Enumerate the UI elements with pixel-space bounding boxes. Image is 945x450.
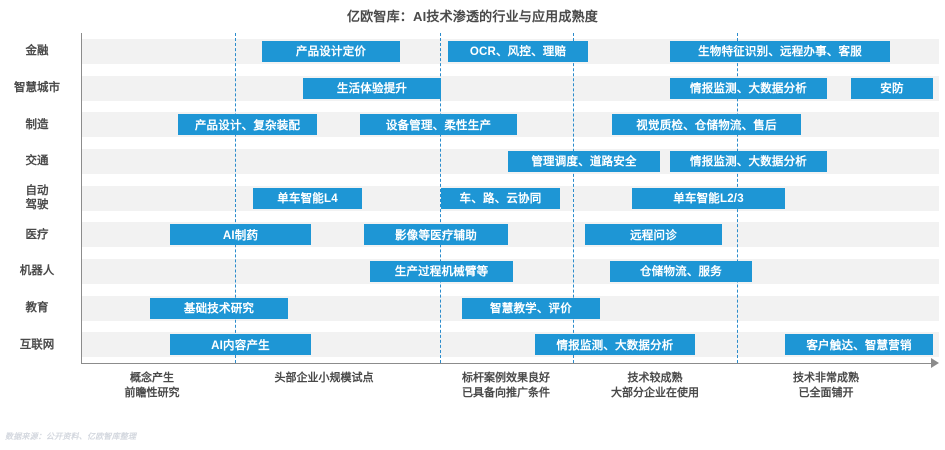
application-bar[interactable]: 管理调度、道路安全 (508, 150, 660, 172)
category-label-line: 智慧城市 (14, 82, 60, 94)
category-label-教育: 教育 (0, 301, 74, 315)
category-label-line: 医疗 (25, 228, 49, 241)
application-bar[interactable]: 生活体验提升 (303, 77, 441, 99)
application-bar[interactable]: AI内容产生 (170, 334, 311, 356)
category-label-金融: 金融 (0, 44, 74, 58)
application-bar[interactable]: 生产过程机械臂等 (370, 260, 513, 282)
application-bar[interactable]: 车、路、云协同 (441, 187, 560, 209)
source-note: 数据来源：公开资料、亿欧智库整理 (5, 432, 137, 441)
category-label-line: 机器人 (19, 265, 55, 278)
application-bar[interactable]: 客户触达、智慧营销 (785, 334, 933, 356)
category-label-line: 金融 (25, 45, 49, 58)
application-bar[interactable]: 情报监测、大数据分析 (670, 150, 827, 172)
x-axis-line (81, 363, 933, 364)
stage-label-line: 前瞻性研究 (124, 387, 180, 399)
stage-label-line: 已具备向推广条件 (462, 387, 550, 399)
x-axis-arrow-icon (931, 358, 939, 368)
stage-label-line: 标杆案例效果良好 (462, 372, 550, 384)
stage-label-line: 概念产生 (130, 372, 174, 384)
application-bar[interactable]: 情报监测、大数据分析 (670, 77, 827, 99)
application-bar[interactable]: 基础技术研究 (150, 297, 288, 319)
category-label-line: 制造 (25, 118, 49, 131)
category-label-line: 交通 (25, 155, 49, 168)
stage-label-line: 头部企业小规模试点 (274, 372, 374, 384)
application-bar[interactable]: 生物特征识别、远程办事、客服 (670, 40, 890, 62)
stage-label: 技术较成熟大部分企业在使用 (565, 371, 745, 401)
application-bar[interactable]: 产品设计、复杂装配 (178, 114, 317, 136)
application-bar[interactable]: OCR、风控、理赔 (448, 40, 588, 62)
category-label-line: 自动 (25, 185, 49, 197)
category-label-自动驾驶: 自动驾驶 (0, 184, 74, 212)
stage-label: 标杆案例效果良好已具备向推广条件 (416, 371, 596, 401)
stage-label: 技术非常成熟已全面铺开 (736, 371, 916, 401)
category-label-line: 互联网 (19, 338, 55, 351)
application-bar[interactable]: 智慧教学、评价 (462, 297, 600, 319)
application-bar[interactable]: 情报监测、大数据分析 (535, 334, 695, 356)
stage-label: 概念产生前瞻性研究 (62, 371, 242, 401)
application-bar[interactable]: 安防 (851, 77, 933, 99)
stage-label-line: 技术较成熟 (627, 372, 683, 384)
stage-label: 头部企业小规模试点 (234, 371, 414, 386)
category-label-互联网: 互联网 (0, 338, 74, 352)
stage-divider (573, 33, 574, 363)
y-axis-line (81, 33, 82, 364)
stage-label-line: 已全面铺开 (798, 387, 854, 399)
application-bar[interactable]: 远程问诊 (585, 224, 722, 246)
category-label-交通: 交通 (0, 154, 74, 168)
page-title: 亿欧智库：AI技术渗透的行业与应用成熟度 (346, 9, 598, 24)
category-label-医疗: 医疗 (0, 228, 74, 242)
application-bar[interactable]: 产品设计定价 (262, 40, 400, 62)
application-bar[interactable]: 影像等医疗辅助 (364, 224, 508, 246)
application-bar[interactable]: 仓储物流、服务 (610, 260, 752, 282)
category-label-机器人: 机器人 (0, 264, 74, 278)
stage-divider (440, 33, 441, 363)
application-bar[interactable]: 单车智能L2/3 (632, 187, 785, 209)
stage-divider (235, 33, 236, 363)
application-bar[interactable]: 设备管理、柔性生产 (360, 114, 517, 136)
stage-label-line: 技术非常成熟 (793, 372, 859, 384)
category-label-line: 教育 (25, 302, 49, 314)
application-bar[interactable]: 视觉质检、仓储物流、售后 (612, 114, 801, 136)
category-label-制造: 制造 (0, 118, 74, 132)
application-bar[interactable]: 单车智能L4 (253, 187, 362, 209)
application-bar[interactable]: AI制药 (170, 224, 311, 246)
category-label-智慧城市: 智慧城市 (0, 81, 74, 95)
category-label-line: 驾驶 (25, 199, 49, 211)
stage-label-line: 大部分企业在使用 (611, 387, 699, 399)
